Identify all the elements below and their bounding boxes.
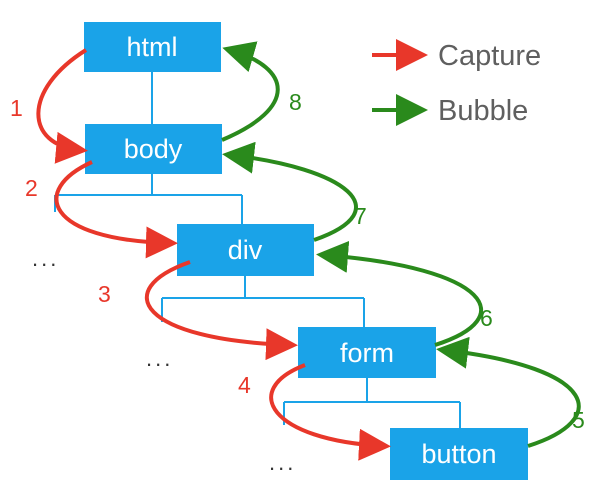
capture-step-1: 1 bbox=[10, 95, 23, 121]
capture-step-2: 2 bbox=[25, 175, 38, 201]
ellipsis-form-child: ... bbox=[269, 450, 296, 475]
legend-bubble-label: Bubble bbox=[438, 95, 528, 127]
ellipsis-body-child: ... bbox=[32, 246, 59, 271]
bubble-arrow-7 bbox=[222, 141, 358, 242]
bubble-step-6: 6 bbox=[480, 305, 493, 331]
capture-arrows bbox=[36, 48, 391, 461]
capture-step-4: 4 bbox=[238, 372, 251, 398]
node-div: div bbox=[177, 224, 314, 276]
bubble-arrow-6 bbox=[316, 240, 483, 347]
node-body: body bbox=[85, 124, 222, 174]
node-html: html bbox=[84, 22, 221, 72]
bubble-arrows bbox=[221, 41, 581, 448]
legend-capture-label: Capture bbox=[438, 40, 541, 72]
node-form: form bbox=[298, 327, 436, 378]
bubble-step-5: 5 bbox=[572, 407, 585, 433]
legend: Capture Bubble bbox=[372, 39, 541, 127]
bubble-step-7: 7 bbox=[354, 203, 367, 229]
node-body-label: body bbox=[124, 134, 183, 164]
capture-step-3: 3 bbox=[98, 281, 111, 307]
capture-arrow-3 bbox=[145, 260, 298, 361]
capture-arrow-2 bbox=[54, 160, 178, 259]
node-html-label: html bbox=[126, 32, 177, 62]
capture-arrow-1 bbox=[36, 48, 88, 164]
bubble-arrow-8 bbox=[221, 41, 280, 142]
node-button-label: button bbox=[421, 439, 496, 469]
bubble-arrow-5 bbox=[436, 336, 581, 448]
node-form-label: form bbox=[340, 338, 394, 368]
node-button: button bbox=[390, 428, 528, 480]
bubble-step-8: 8 bbox=[289, 89, 302, 115]
capture-arrow-4 bbox=[269, 363, 391, 461]
tree-connectors bbox=[54, 72, 461, 428]
ellipsis-div-child: ... bbox=[146, 346, 173, 371]
node-div-label: div bbox=[228, 235, 263, 265]
